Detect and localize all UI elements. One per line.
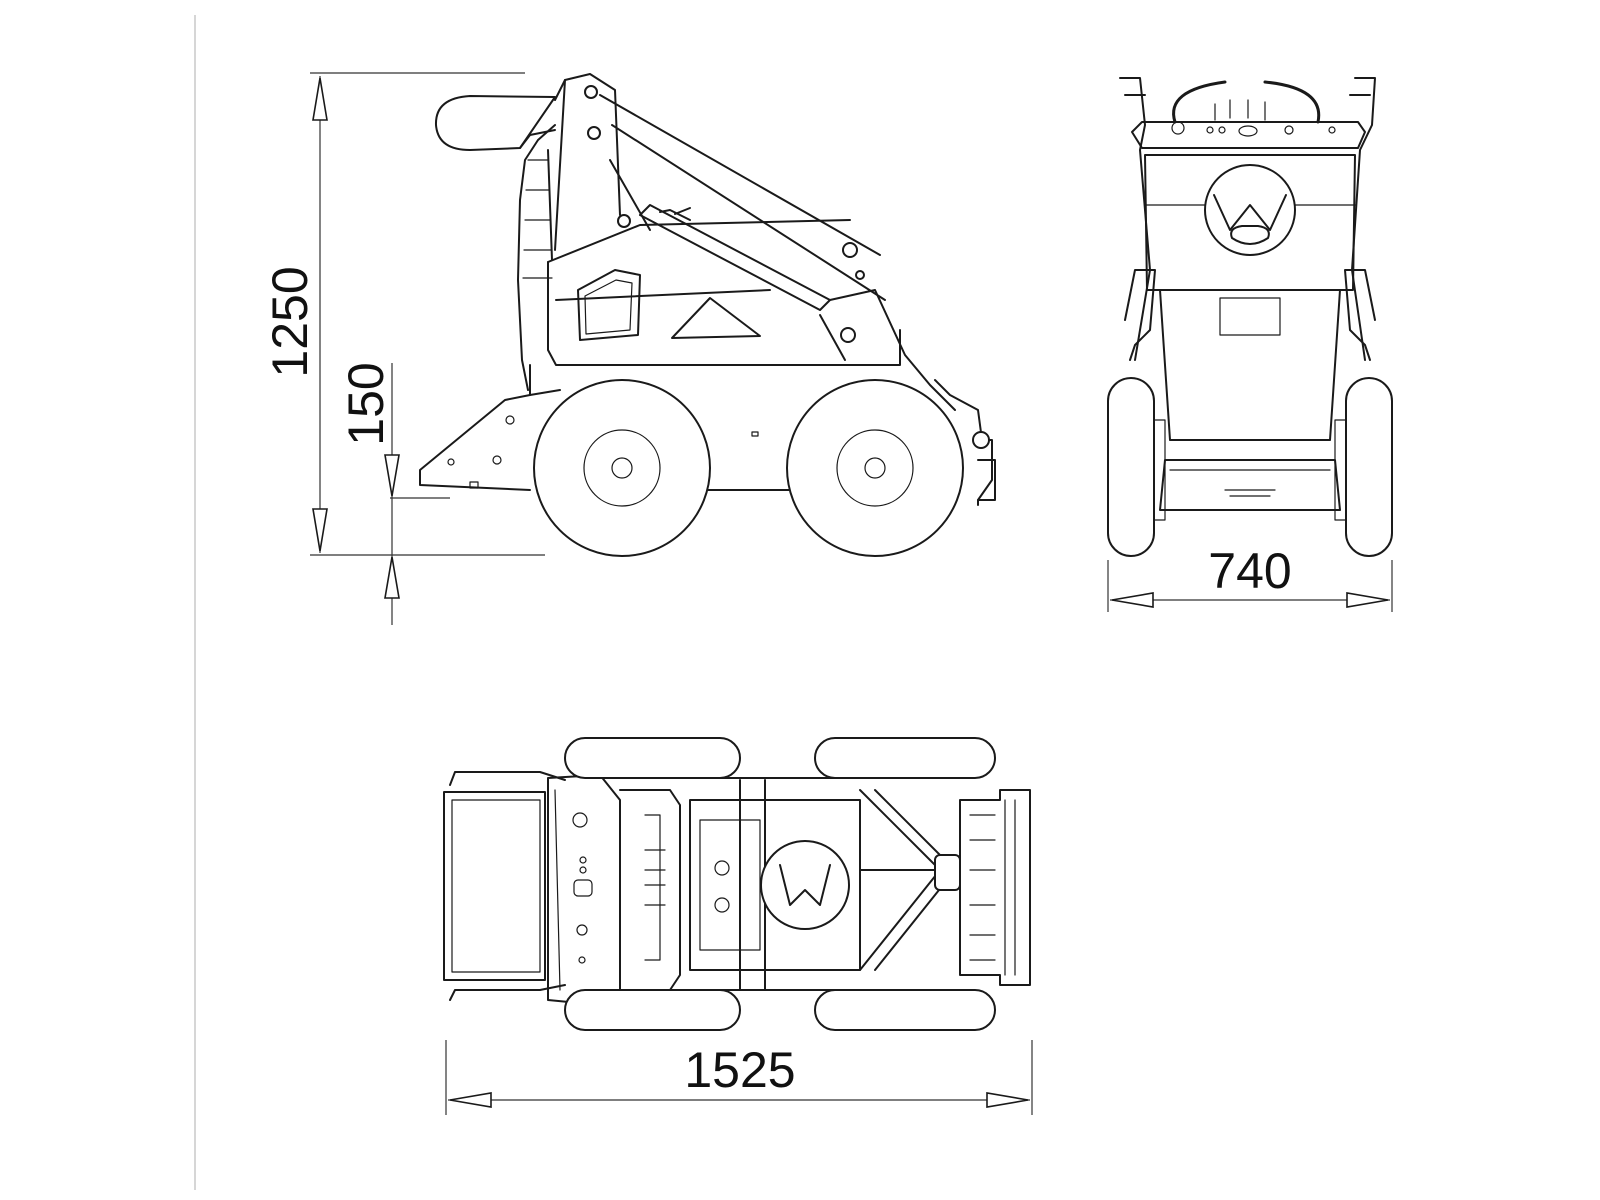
- width-dimension-label: 740: [1208, 543, 1291, 599]
- top-view: [443, 737, 1033, 1115]
- ground-clearance-dimension-label: 150: [338, 362, 394, 445]
- length-dimension-label: 1525: [684, 1042, 795, 1098]
- height-dimension-label: 1250: [262, 266, 318, 377]
- side-view: [310, 72, 996, 625]
- front-view: [1107, 77, 1393, 612]
